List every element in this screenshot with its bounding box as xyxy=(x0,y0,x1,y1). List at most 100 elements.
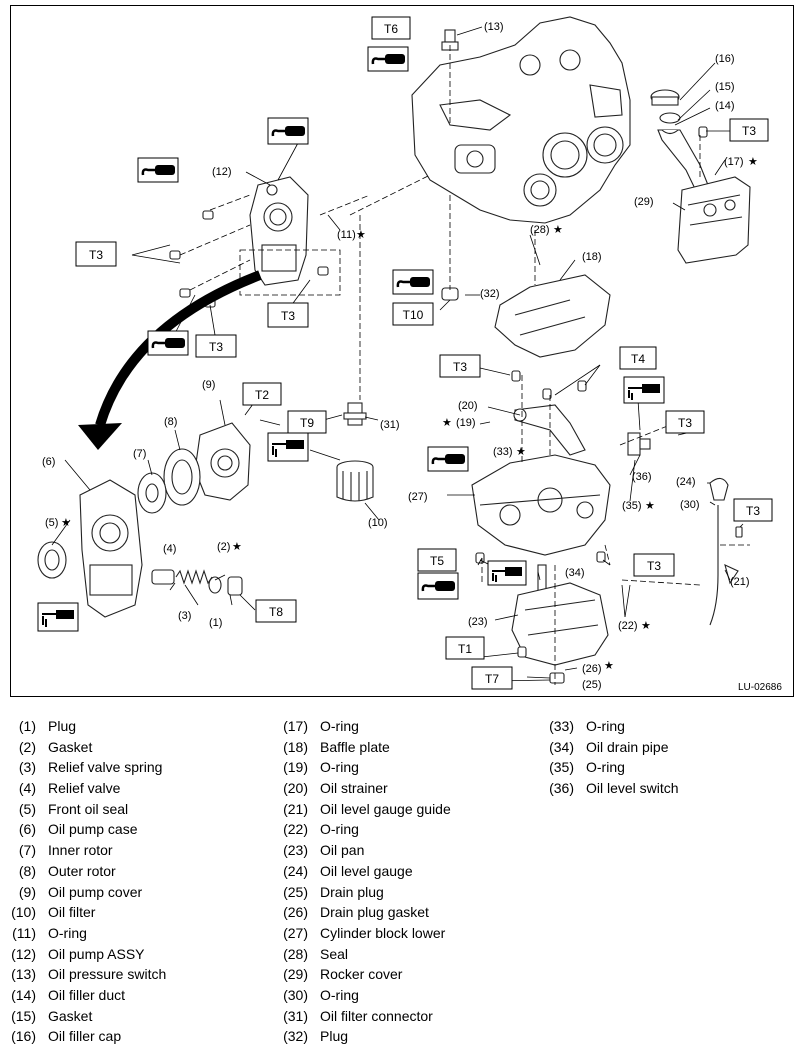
drain-plug-drawing xyxy=(549,672,565,684)
callout-3: (3) xyxy=(178,610,191,622)
legend-number: (30) xyxy=(283,986,308,1003)
legend-part-name: Inner rotor xyxy=(48,842,113,859)
legend-number: (29) xyxy=(283,966,308,983)
legend-row: (3)Relief valve spring xyxy=(0,757,260,778)
legend-part-name: Outer rotor xyxy=(48,862,116,879)
cylinder-block-lower-drawing xyxy=(471,454,611,556)
legend-row: (6)Oil pump case xyxy=(0,819,260,840)
callout-18: (18) xyxy=(582,251,602,263)
torque-box-t3-guide: T3 xyxy=(733,498,773,522)
legend-row: (29) Rocker cover xyxy=(272,964,532,985)
legend-part-name: Gasket xyxy=(48,1007,93,1024)
legend-part-name: Rocker cover xyxy=(320,966,403,983)
legend-row: (26)Drain plug gasket xyxy=(272,902,532,923)
legend-column-3: (33)O-ring(34)Oil drain pipe(35)O-ring(3… xyxy=(538,716,798,799)
oil-pan-drawing xyxy=(511,582,609,666)
legend-part-name: O-ring xyxy=(320,821,359,838)
legend-row: (30)O-ring xyxy=(272,985,532,1006)
legend-part-name: Oil level gauge xyxy=(320,862,413,879)
callout-32: (32) xyxy=(480,288,500,300)
svg-text:T3: T3 xyxy=(742,124,756,138)
legend-row: (4)Relief valve xyxy=(0,778,260,799)
legend-row: (16)Oil filler cap xyxy=(0,1026,260,1047)
svg-text:T3: T3 xyxy=(678,416,692,430)
legend-row: (1)Plug xyxy=(0,716,260,737)
engine-block-drawing xyxy=(411,16,631,224)
torque-box-t7: T7 xyxy=(471,666,513,690)
relief-valve-group-drawing xyxy=(151,569,243,596)
legend-part-name: Oil drain pipe xyxy=(586,738,669,755)
oil-can-icon xyxy=(427,446,469,472)
inner-rotor-drawing xyxy=(137,472,167,514)
legend-number: (18) xyxy=(283,738,308,755)
callout-36: (36) xyxy=(632,471,652,483)
torque-box-t2: T2 xyxy=(242,382,282,406)
legend-number: (11) xyxy=(12,924,36,941)
legend-part-name: Oil strainer xyxy=(320,780,388,797)
part-drawings xyxy=(37,16,751,684)
star-28: ★ xyxy=(553,224,563,236)
callout-8: (8) xyxy=(164,416,177,428)
oil-can-icon xyxy=(417,572,459,600)
oil-can-icon xyxy=(367,46,409,72)
torque-box-t3-pump-left: T3 xyxy=(75,241,117,267)
svg-text:T5: T5 xyxy=(430,554,444,568)
legend-number: (8) xyxy=(18,862,36,879)
callout-numbers: (13) (16) (15) (14) (17) ★ (29) (12) (11… xyxy=(42,21,758,691)
torque-box-t6: T6 xyxy=(371,16,411,40)
svg-text:T6: T6 xyxy=(384,22,398,36)
callout-21: (21) xyxy=(730,576,750,588)
callout-1: (1) xyxy=(209,617,222,629)
oil-filter-connector-drawing xyxy=(343,402,367,426)
legend-number: (7) xyxy=(18,842,36,859)
oil-strainer-drawing xyxy=(513,404,586,456)
legend-part-name: Relief valve xyxy=(48,780,121,797)
legend-number: (9) xyxy=(18,883,36,900)
callout-6: (6) xyxy=(42,456,55,468)
callout-2: (2) xyxy=(217,541,230,553)
star-17: ★ xyxy=(748,156,758,168)
torque-box-t4: T4 xyxy=(619,346,657,370)
legend-number: (1) xyxy=(18,718,36,734)
legend-row: (35)O-ring xyxy=(538,757,798,778)
legend-number: (10) xyxy=(11,904,36,921)
torque-box-t3-baffle: T3 xyxy=(439,354,481,378)
torque-box-t3-switch: T3 xyxy=(665,410,705,434)
callout-19: (19) xyxy=(456,417,476,429)
callout-5: (5) xyxy=(45,517,58,529)
callout-34: (34) xyxy=(565,567,585,579)
callout-22: (22) xyxy=(618,620,638,632)
legend-number: (21) xyxy=(283,800,308,817)
legend-number: (35) xyxy=(549,759,574,776)
svg-text:T10: T10 xyxy=(403,308,424,322)
torque-box-t8: T8 xyxy=(255,599,297,623)
legend-row: (5)Front oil seal xyxy=(0,799,260,820)
callout-13: (13) xyxy=(484,21,504,33)
callout-27: (27) xyxy=(408,491,428,503)
legend-row: (24)Oil level gauge xyxy=(272,861,532,882)
legend-number: (14) xyxy=(11,986,36,1003)
legend-part-name: Oil pump ASSY xyxy=(48,945,145,962)
legend-part-name: Oil filter connector xyxy=(320,1007,433,1024)
legend-part-name: Oil level switch xyxy=(586,780,679,797)
baffle-plate-drawing xyxy=(494,274,611,358)
legend-part-name: Seal xyxy=(320,945,349,962)
grease-tube-icon xyxy=(37,602,79,632)
legend-row: (18)Baffle plate xyxy=(272,737,532,758)
legend-number: (12) xyxy=(11,945,36,962)
grease-tube-icon xyxy=(267,432,309,462)
legend-number: (6) xyxy=(18,821,36,838)
legend-row: (27)Cylinder block lower xyxy=(272,923,532,944)
svg-text:T1: T1 xyxy=(458,642,472,656)
legend-part-name: O-ring xyxy=(320,718,359,734)
callout-11: (11) xyxy=(337,229,356,241)
oil-pump-assy-drawing xyxy=(249,176,309,286)
torque-box-t5: T5 xyxy=(417,548,457,572)
callout-15: (15) xyxy=(715,81,735,93)
legend-row: (17)O-ring xyxy=(272,716,532,737)
torque-box-t3-pump-right: T3 xyxy=(267,302,309,328)
callout-16: (16) xyxy=(715,53,735,65)
legend-row: (21)Oil level gauge guide xyxy=(272,799,532,820)
callout-20: (20) xyxy=(458,400,478,412)
legend-column-2: (17)O-ring(18)Baffle plate(19)O-ring(20)… xyxy=(272,716,532,1047)
